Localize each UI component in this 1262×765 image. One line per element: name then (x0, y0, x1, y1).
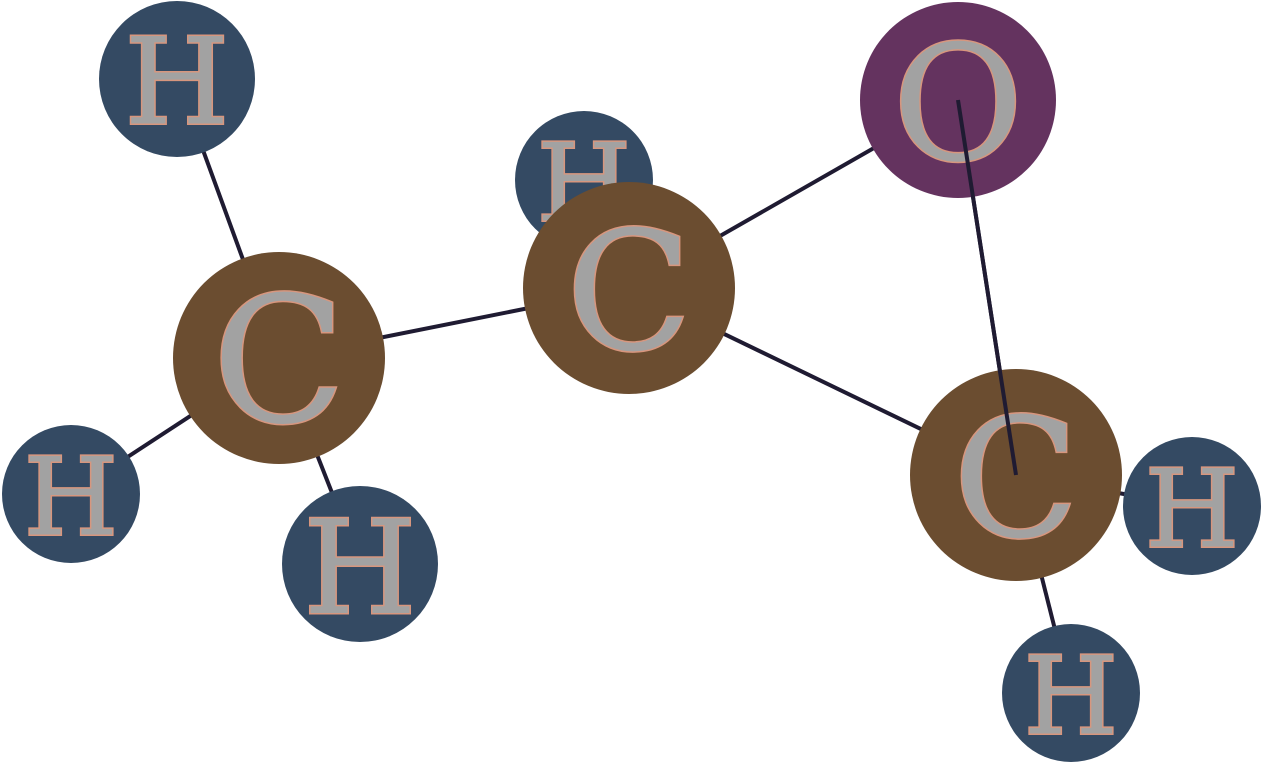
atom-label: H (125, 14, 230, 153)
overlay-bonds-layer (956, 99, 1018, 476)
atom-h6: H (1002, 624, 1140, 762)
atom-circle (1123, 437, 1261, 575)
atom-h3: H (282, 486, 438, 646)
atom-h1: H (99, 1, 255, 157)
atom-label: C (566, 196, 692, 388)
atom-c1: C (173, 252, 385, 465)
atom-circle (523, 182, 735, 394)
atom-label: H (24, 436, 118, 561)
atom-circle (99, 1, 255, 157)
atom-label: C (953, 383, 1079, 575)
atom-label: C (212, 261, 346, 464)
atom-circle (282, 486, 438, 642)
bond-o1-c3-overlay (956, 99, 1018, 476)
atom-circle (1002, 624, 1140, 762)
atom-c2: C (523, 182, 735, 394)
atom-label: H (303, 492, 416, 644)
atom-circle (2, 425, 140, 563)
atom-label: H (1024, 635, 1118, 760)
atom-label: H (1145, 448, 1239, 573)
atom-h5: H (1123, 437, 1261, 575)
atom-h2: H (2, 425, 140, 563)
atom-circle (173, 252, 385, 464)
